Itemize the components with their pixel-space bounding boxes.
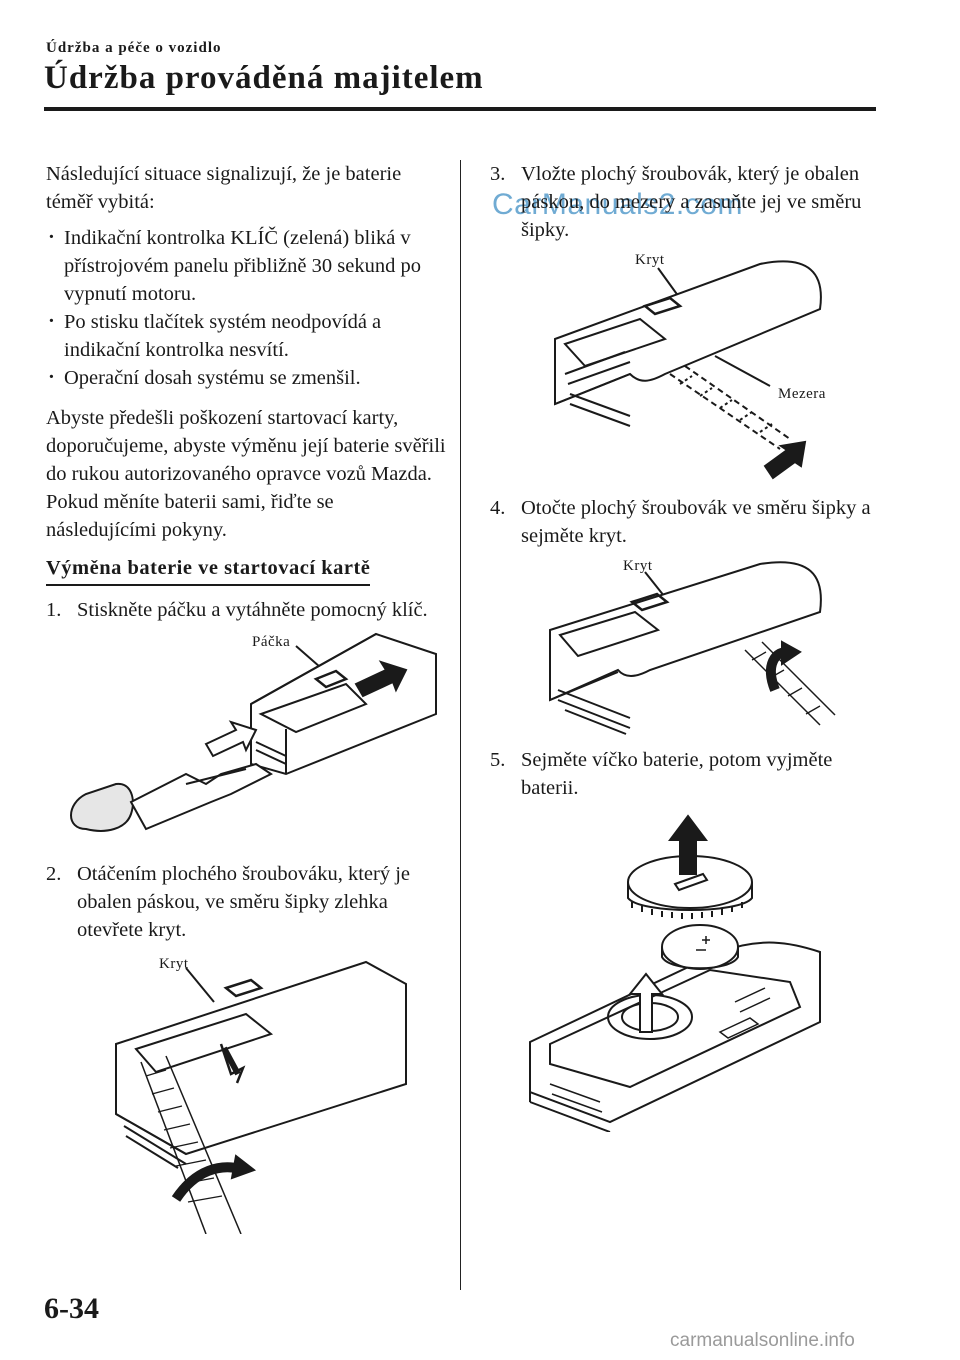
figure-pull-key: Páčka: [46, 624, 446, 860]
step-2: 2. Otáčením plochého šroubováku, který j…: [46, 860, 446, 944]
step-text: Vložte plochý šroubovák, který je obalen…: [521, 163, 862, 241]
advice-text: Abyste předešli poškození startovací kar…: [46, 407, 446, 541]
page-number: 6-34: [44, 1292, 99, 1325]
figure-remove-battery: [490, 802, 885, 1132]
step-number: 2.: [46, 863, 62, 885]
figure-remove-cover: Kryt: [490, 550, 885, 746]
illustration-card-cover: [115, 960, 407, 1234]
title-rule: [44, 107, 876, 111]
step-4: 4. Otočte plochý šroubovák ve směru šipk…: [490, 494, 885, 550]
figure-insert-screwdriver: Kryt Mezera: [490, 244, 885, 494]
step-5: 5. Sejměte víčko baterie, potom vyjměte …: [490, 746, 885, 802]
left-column: Následující situace signalizují, že je b…: [46, 160, 446, 1234]
illustration-key-card: [70, 632, 437, 832]
callout-cover: Kryt: [635, 252, 665, 268]
subheading: Výměna baterie ve startovací kartě: [46, 554, 371, 586]
right-column: 3. Vložte plochý šroubovák, který je oba…: [490, 160, 885, 1132]
intro-text: Následující situace signalizují, že je b…: [46, 163, 402, 213]
step-text: Otočte plochý šroubovák ve směru šipky a…: [521, 497, 871, 547]
step-number: 5.: [490, 749, 506, 771]
step-number: 1.: [46, 599, 62, 621]
callout-lever: Páčka: [252, 634, 291, 650]
step-1: 1. Stiskněte páčku a vytáhněte pomocný k…: [46, 596, 446, 624]
illustration-battery: [529, 814, 821, 1132]
page-title: Údržba prováděná majitelem: [44, 60, 484, 96]
step-3: 3. Vložte plochý šroubovák, který je oba…: [490, 160, 885, 244]
bullet-item: Operační dosah systému se zmenšil.: [46, 363, 446, 392]
step-text: Otáčením plochého šroubováku, který je o…: [77, 863, 411, 941]
step-number: 3.: [490, 163, 506, 185]
watermark-top: CarManuals2.com: [492, 188, 743, 221]
section-label: Údržba a péče o vozidlo: [46, 40, 222, 56]
callout-cover: Kryt: [159, 956, 189, 972]
bullet-item: Po stisku tlačítek systém neodpovídá a i…: [46, 307, 446, 364]
step-number: 4.: [490, 497, 506, 519]
figure-open-cover: Kryt: [46, 944, 446, 1234]
bullet-item: Indikační kontrolka KLÍČ (zelená) bliká …: [46, 223, 446, 308]
column-divider: [460, 160, 461, 1290]
illustration-card-rotate: [549, 561, 836, 735]
illustration-card-gap: [554, 260, 822, 480]
step-text: Sejměte víčko baterie, potom vyjměte bat…: [521, 749, 833, 799]
callout-gap: Mezera: [778, 386, 826, 402]
watermark-bottom: carmanualsonline.info: [670, 1330, 855, 1351]
callout-cover: Kryt: [623, 558, 653, 574]
step-text: Stiskněte páčku a vytáhněte pomocný klíč…: [77, 599, 428, 621]
